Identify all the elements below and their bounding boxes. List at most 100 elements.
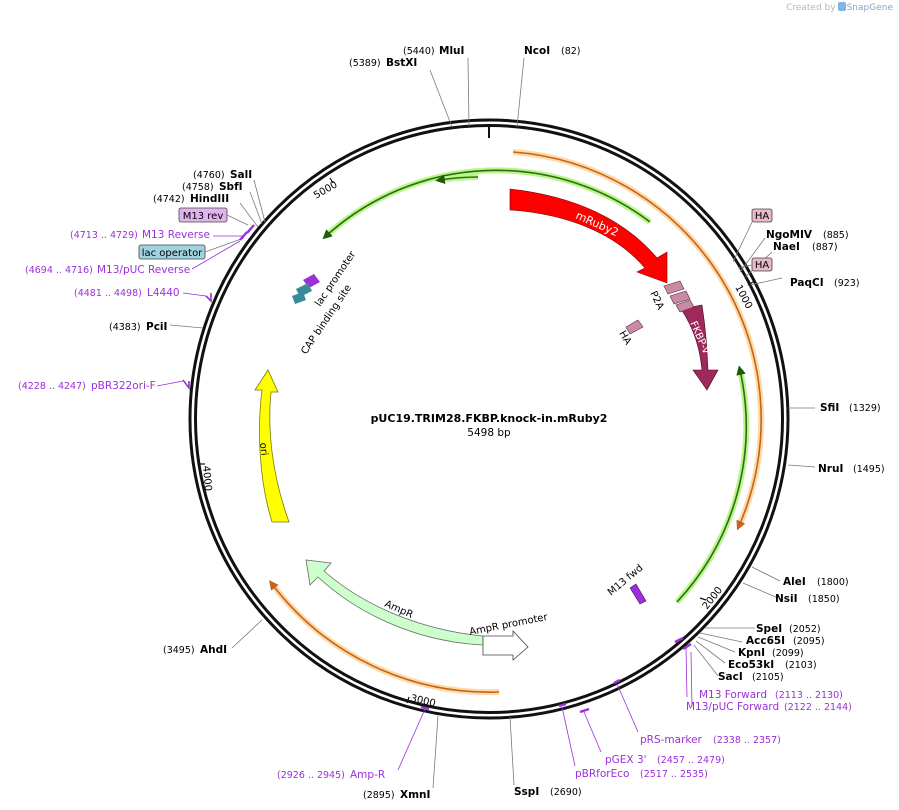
site-naei-name: NaeI: [773, 241, 800, 253]
m13rev-box-leader: [226, 214, 249, 226]
site-hindiii-name: HindIII: [190, 193, 229, 205]
site-paqci-name: PaqCI: [790, 277, 824, 289]
primer-ampr-name: Amp-R: [350, 769, 385, 781]
primer-m13puc-reverse-name: M13/pUC Reverse: [97, 264, 190, 276]
ha-box-2[interactable]: [751, 257, 773, 272]
fkbp-feature[interactable]: [680, 304, 719, 391]
plasmid-name: pUC19.TRIM28.FKBP.knock-in.mRuby2: [371, 412, 608, 425]
backbone-outer-ring: [188, 118, 790, 720]
site-kpni-pos: (2099): [772, 648, 804, 659]
backbone-inner-ring: [194, 124, 784, 714]
orf-arc-top: [322, 169, 651, 240]
site-eco53ki-pos: (2103): [785, 660, 817, 671]
ori-label: ori: [257, 442, 269, 456]
site-sbfi-pos: (4758): [182, 182, 214, 193]
site-ahdi-name: AhdI: [200, 644, 227, 656]
site-nsii-name: NsiI: [775, 593, 798, 605]
primer-prs-marker-name: pRS-marker: [640, 734, 703, 746]
site-kpni-name: KpnI: [738, 647, 765, 659]
primer-pbr322ori-name: pBR322ori-F: [91, 380, 156, 392]
site-ngomiv-pos: (885): [823, 230, 849, 241]
restriction-sites: (5440) MluI (5389) BstXI NcoI (82) (4760…: [109, 45, 885, 801]
site-hindiii-pos: (4742): [153, 194, 185, 205]
site-ngomiv-name: NgoMIV: [766, 229, 813, 241]
site-pcii-name: PciI: [146, 321, 167, 333]
primer-m13puc-reverse-range: (4694 .. 4716): [25, 265, 93, 276]
ori-feature[interactable]: [254, 369, 290, 523]
site-paqci-pos: (923): [834, 278, 860, 289]
mruby2-feature[interactable]: [509, 188, 668, 284]
site-spei-name: SpeI: [756, 623, 782, 635]
credit-brand: SnapGene: [846, 3, 893, 13]
primer-m13puc-forward-range: (2122 .. 2144): [784, 702, 852, 713]
credit-prefix: Created by: [786, 3, 836, 13]
site-spei-pos: (2052): [789, 624, 821, 635]
primer-pgex3-name: pGEX 3': [605, 754, 647, 766]
site-sfii-name: SfiI: [820, 402, 839, 414]
orf-arc-bottom: [269, 580, 500, 693]
site-xmni-pos: (2895): [363, 790, 395, 801]
site-acc65i-name: Acc65I: [746, 635, 785, 647]
primer-m13-reverse-range: (4713 .. 4729): [70, 230, 138, 241]
site-saci-pos: (2105): [752, 672, 784, 683]
ha-feature[interactable]: [625, 319, 644, 335]
primer-m13puc-forward-name: M13/pUC Forward: [686, 701, 779, 713]
lac-promoter-feature[interactable]: [292, 274, 320, 304]
site-sspi-name: SspI: [514, 786, 539, 798]
primer-pbrforeco-name: pBRforEco: [575, 768, 629, 780]
site-sspi-pos: (2690): [550, 787, 582, 798]
p2a-label: P2A: [647, 289, 665, 311]
primer-prs-marker-range: (2338 .. 2357): [713, 735, 781, 746]
primer-pbr322ori-range: (4228 .. 4247): [18, 381, 86, 392]
primer-l4440-name: L4440: [147, 287, 180, 299]
site-ncoi-pos: (82): [561, 46, 581, 57]
site-mlui-name: MluI: [439, 45, 464, 57]
snapgene-credit: Created by SnapGene: [786, 2, 893, 13]
site-naei-pos: (887): [812, 242, 838, 253]
orf-arc-top-short: [435, 174, 479, 184]
ha-box-1-label: HA: [755, 211, 770, 222]
ampr-feature[interactable]: [305, 559, 484, 646]
site-sbfi-name: SbfI: [219, 181, 243, 193]
site-eco53ki-name: Eco53kI: [728, 659, 774, 671]
site-ncoi-name: NcoI: [524, 45, 550, 57]
site-xmni-name: XmnI: [400, 789, 430, 801]
site-alei-pos: (1800): [817, 577, 849, 588]
m13fwd-feature[interactable]: [629, 583, 647, 605]
fkbp-label: FKBP-V: [687, 320, 711, 356]
site-sfii-pos: (1329): [849, 403, 881, 414]
m13rev-box-label: M13 rev: [183, 211, 224, 222]
primer-ampr-range: (2926 .. 2945): [277, 770, 345, 781]
site-acc65i-pos: (2095): [793, 636, 825, 647]
tick-4000: 4000: [200, 465, 213, 491]
lac-operator-box-label: lac operator: [142, 248, 203, 259]
site-nsii-pos: (1850): [808, 594, 840, 605]
orf-arc-right-inner: [676, 365, 747, 603]
primer-markers: [156, 224, 693, 771]
site-nrui-name: NruI: [818, 463, 843, 475]
primer-m13-forward-range: (2113 .. 2130): [775, 690, 843, 701]
orf-arc-right-inner-glow: [674, 369, 750, 605]
ha-box-1[interactable]: [751, 208, 773, 223]
site-sali-pos: (4760): [193, 170, 225, 181]
primer-m13-forward-name: M13 Forward: [699, 689, 767, 701]
site-nrui-pos: (1495): [853, 464, 885, 475]
ampr-promoter-feature[interactable]: [482, 629, 529, 661]
ha-box-2-label: HA: [755, 260, 770, 271]
primer-l4440-range: (4481 .. 4498): [74, 288, 142, 299]
site-pcii-pos: (4383): [109, 322, 141, 333]
primers: (4713 .. 4729) M13 Reverse (4694 .. 4716…: [18, 229, 852, 781]
site-sali-name: SalI: [230, 169, 252, 181]
primer-pbrforeco-range: (2517 .. 2535): [640, 769, 708, 780]
primer-pgex3-range: (2457 .. 2479): [657, 755, 725, 766]
ampr-promoter-label: AmpR promoter: [468, 612, 549, 638]
lac-operator-box-leader: [204, 237, 245, 253]
orf-arc-right: [512, 151, 762, 531]
site-mlui-pos: (5440): [403, 46, 435, 57]
site-ahdi-pos: (3495): [163, 645, 195, 656]
p2a-feature[interactable]: [663, 280, 695, 313]
plasmid-size: 5498 bp: [467, 427, 511, 439]
site-alei-name: AleI: [783, 576, 806, 588]
site-bstxi-pos: (5389): [349, 58, 381, 69]
